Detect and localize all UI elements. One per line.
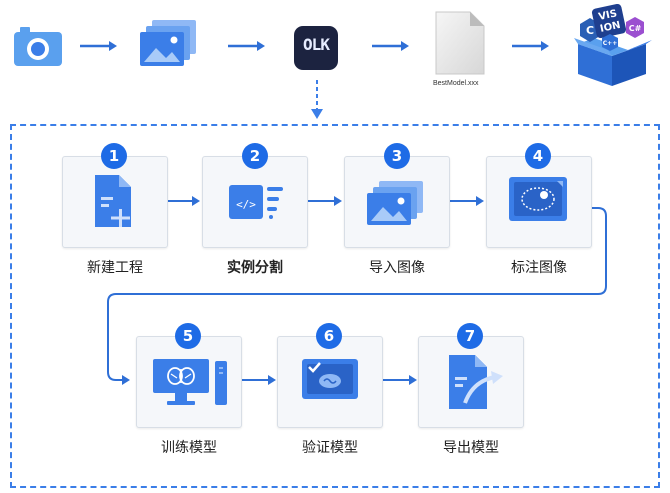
step-label: 实例分割 (227, 260, 283, 276)
step-card-export-model[interactable] (418, 336, 524, 428)
images-icon (367, 181, 423, 225)
code-segment-icon: </> (229, 185, 283, 219)
step-label: 训练模型 (161, 440, 217, 456)
flow-arrow (512, 41, 549, 51)
camera-icon (14, 27, 62, 66)
flow-arrow (80, 41, 117, 51)
step-label: 新建工程 (87, 260, 143, 276)
step-card-instance-segmentation[interactable]: </> (202, 156, 308, 248)
verify-icon (302, 359, 358, 399)
step-number-badge: 2 (242, 143, 268, 169)
image-stack-icon (140, 20, 196, 66)
step-card-new-project[interactable] (62, 156, 168, 248)
new-file-icon (95, 175, 131, 227)
model-file-caption: BestModel.xxx (433, 80, 479, 87)
training-computer-icon (153, 359, 227, 405)
c-badge: C (586, 24, 594, 37)
step-card-import-images[interactable] (344, 156, 450, 248)
step-number-badge: 7 (457, 323, 483, 349)
step-number-badge: 4 (525, 143, 551, 169)
model-file-icon (435, 11, 485, 75)
annotate-icon (509, 177, 567, 221)
step-card-train-model[interactable] (136, 336, 242, 428)
csharp-badge: C# (629, 24, 642, 33)
step-card-verify-model[interactable] (277, 336, 383, 428)
olk-logo-text: OLK (303, 35, 330, 54)
workflow-container (10, 124, 660, 488)
step-label: 验证模型 (302, 440, 358, 456)
vision-badge-bottom: ION (599, 20, 621, 35)
cpp-badge: C++ (603, 40, 617, 47)
export-file-icon (449, 355, 503, 409)
step-label: 导出模型 (443, 440, 499, 456)
flow-arrow (228, 41, 265, 51)
vision-badge-top: VIS (598, 8, 619, 23)
step-number-badge: 1 (101, 143, 127, 169)
svg-text:</>: </> (236, 198, 256, 211)
deploy-package-icon: C VIS ION C# C++ (574, 3, 652, 86)
step-number-badge: 6 (316, 323, 342, 349)
dashed-connector (311, 80, 323, 119)
step-label: 导入图像 (369, 260, 425, 276)
step-number-badge: 3 (384, 143, 410, 169)
step-card-annotate-images[interactable] (486, 156, 592, 248)
flow-arrow (372, 41, 409, 51)
step-label: 标注图像 (511, 260, 567, 276)
olk-logo: OLK (294, 26, 338, 70)
step-number-badge: 5 (175, 323, 201, 349)
